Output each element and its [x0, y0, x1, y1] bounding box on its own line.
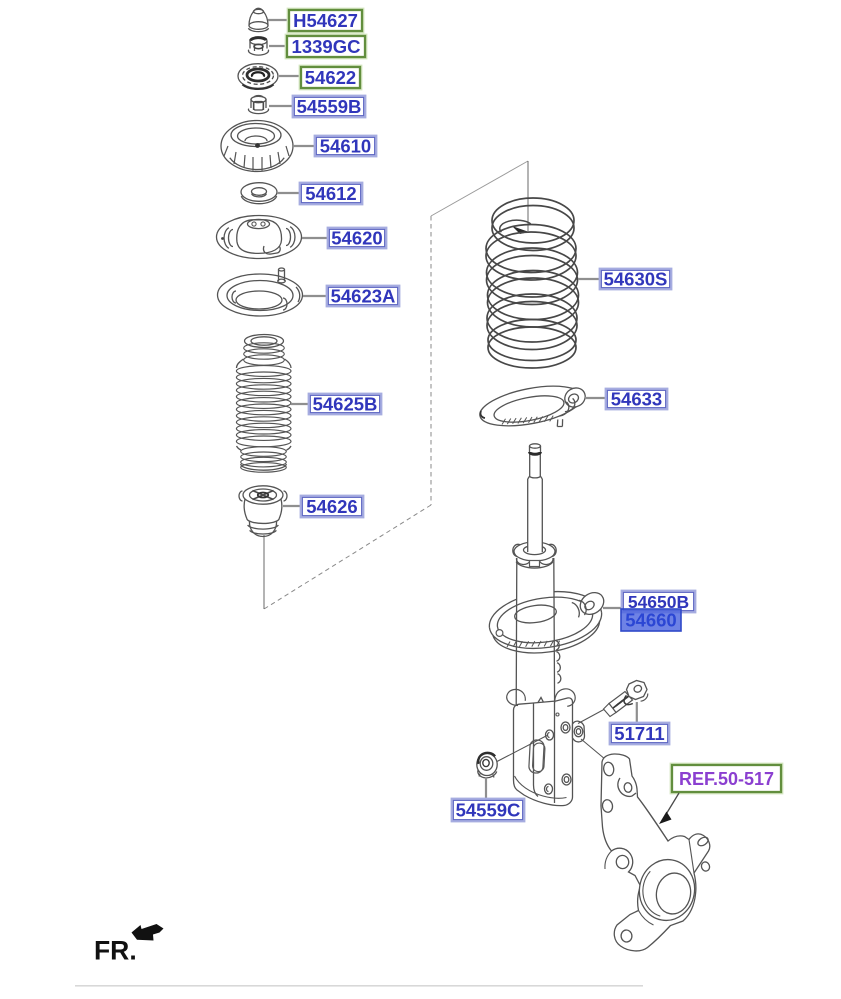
svg-text:54559C: 54559C [456, 799, 521, 820]
svg-text:REF.50-517: REF.50-517 [679, 769, 774, 789]
svg-text:54612: 54612 [305, 183, 356, 204]
svg-text:1339GC: 1339GC [292, 36, 361, 57]
svg-text:54660: 54660 [625, 609, 676, 630]
svg-text:H54627: H54627 [293, 10, 358, 31]
svg-text:54626: 54626 [306, 496, 357, 517]
svg-text:54630S: 54630S [604, 268, 668, 289]
svg-text:FR.: FR. [94, 936, 137, 966]
svg-text:54620: 54620 [331, 227, 382, 248]
svg-text:54633: 54633 [611, 388, 662, 409]
svg-text:54623A: 54623A [331, 285, 396, 306]
svg-text:54622: 54622 [305, 67, 356, 88]
svg-text:51711: 51711 [614, 723, 664, 744]
svg-text:54559B: 54559B [297, 96, 362, 117]
svg-text:54650B: 54650B [628, 592, 689, 612]
svg-text:54625B: 54625B [313, 393, 378, 414]
svg-text:54610: 54610 [320, 135, 371, 156]
